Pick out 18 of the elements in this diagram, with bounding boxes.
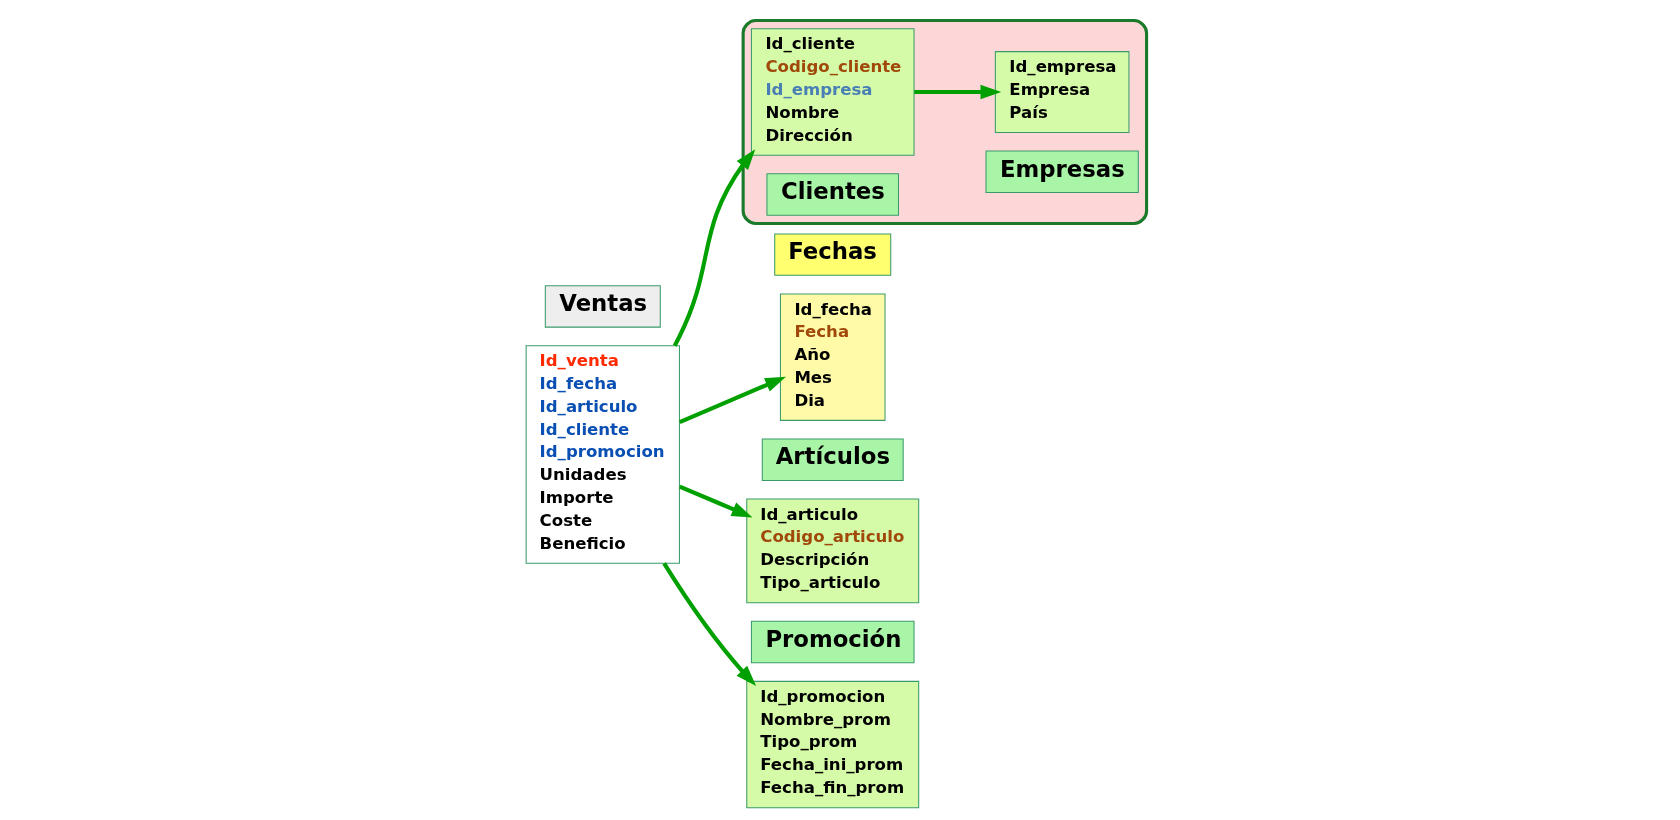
node-box: Ventas	[544, 285, 661, 328]
cluster	[741, 19, 1148, 226]
node-box: Promoción	[750, 620, 915, 664]
node-box: Clientes	[765, 173, 899, 216]
node-box: Artículos	[761, 438, 904, 481]
arrow	[913, 84, 1001, 100]
node-box: Id_cliente Codigo_cliente Id_empresa Nombre Dirección	[750, 28, 915, 156]
arrow	[678, 376, 786, 425]
arrow	[678, 484, 752, 518]
node-box: Id_empresa Empresa País	[994, 51, 1129, 133]
node-box: Empresas	[985, 150, 1139, 193]
arrow	[661, 562, 756, 686]
arrow	[672, 149, 755, 347]
node-box: Id_promocion Nombre_prom Tipo_prom Fecha_ini_prom Fecha_fin_prom	[745, 680, 919, 809]
node-box: Id_fecha Fecha Año Mes Dia	[779, 293, 886, 421]
node-box: Id_articulo Codigo_articulo Descripción Tipo_articulo	[745, 498, 919, 604]
node-box: Id_venta Id_fecha Id_articulo Id_cliente Id_promocion Unidades Importe Coste Beneficio	[525, 345, 680, 564]
node-box: Fechas	[773, 233, 891, 276]
